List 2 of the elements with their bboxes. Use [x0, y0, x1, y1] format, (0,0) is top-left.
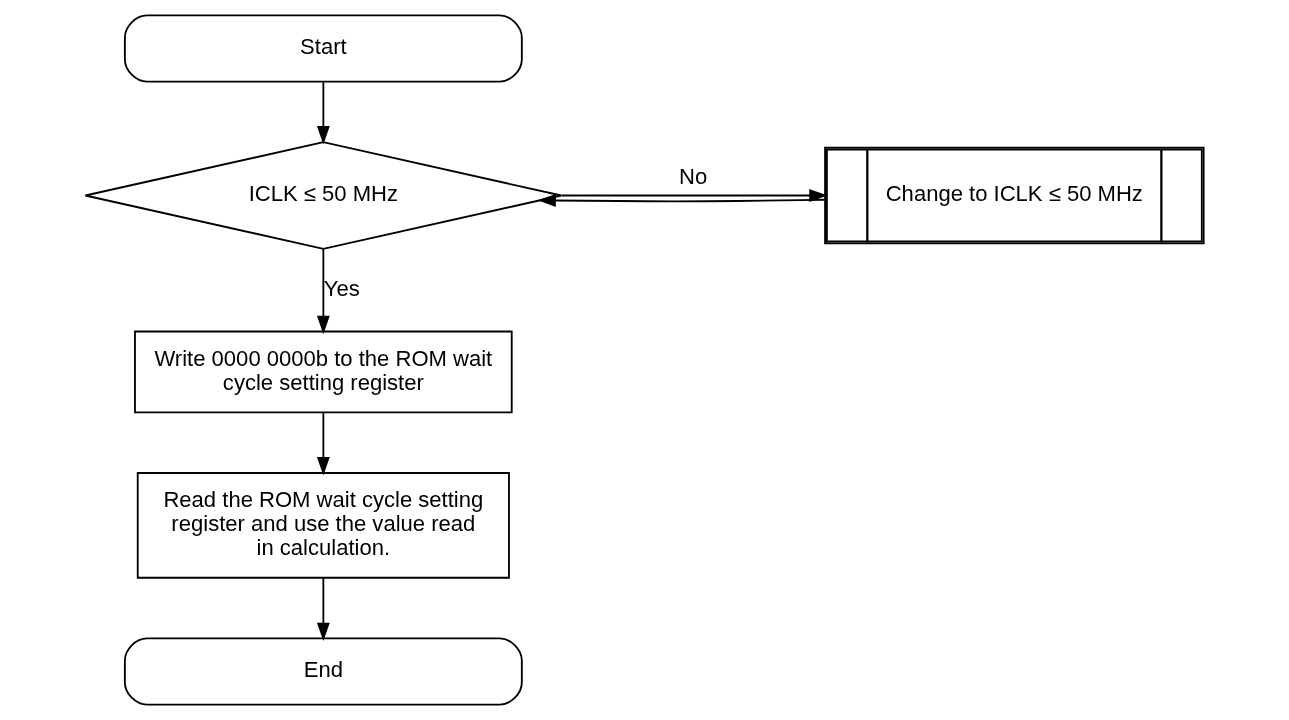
edge-label: Yes — [323, 275, 360, 301]
edge-label: No — [679, 163, 708, 189]
